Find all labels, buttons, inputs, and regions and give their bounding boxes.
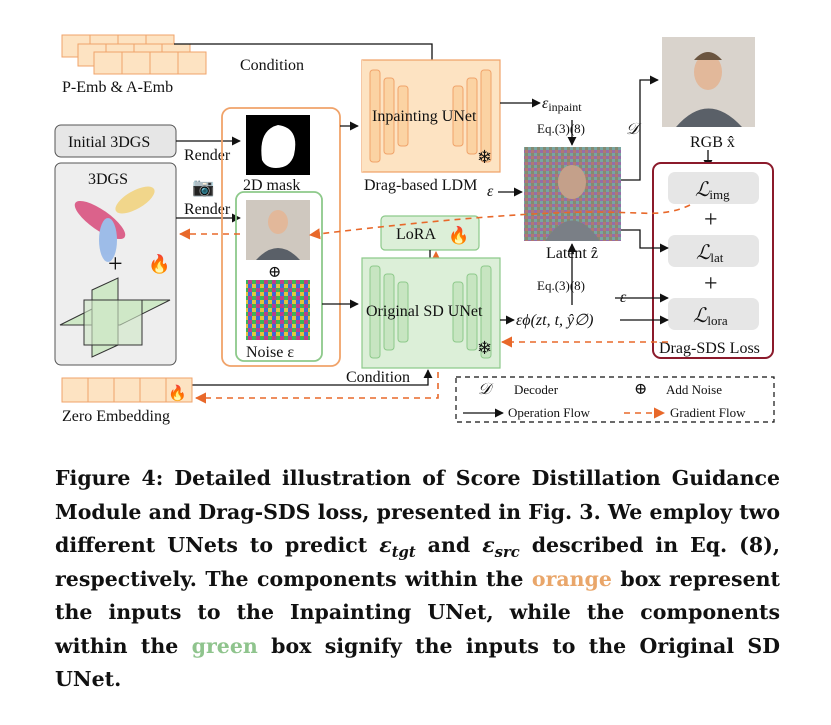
rendered-person-image [246, 200, 310, 260]
legend-add-noise-symbol: ⊕ [634, 381, 647, 398]
rgb-label: RGB x̂ [690, 134, 735, 151]
p-emb-a-emb-label: P-Emb & A-Emb [62, 79, 173, 96]
p-emb-a-emb-cells [61, 34, 207, 75]
original-sd-unet-label: Original SD UNet [366, 303, 483, 320]
figure-caption: Figure 4: Detailed illustration of Score… [55, 462, 780, 697]
pipeline-diagram: P-Emb & A-Emb Condition Inpainting UNet … [54, 34, 775, 425]
gs-plus-sign: + [108, 249, 123, 278]
snowflake-icon: ❄ [477, 147, 492, 167]
caption-part-3: box represent the inputs to the Inpainti… [55, 566, 780, 658]
loss-img-label: ℒimg [695, 179, 730, 202]
legend-operation-flow: Operation Flow [508, 405, 591, 420]
caption-green-word: green [191, 633, 258, 658]
noise-image [246, 280, 310, 340]
loss-lat-box [668, 235, 759, 267]
initial-3dgs-label: Initial 3DGS [68, 134, 150, 151]
eps-phi-label: εϕ(zt, t, ŷ∅) [516, 312, 593, 329]
drag-sds-loss-label: Drag-SDS Loss [659, 340, 760, 357]
legend-decoder-symbol: 𝒟 [478, 381, 494, 398]
caption-part-1: Figure 4: Detailed illustration of Score… [55, 466, 780, 557]
add-noise-icon: ⊕ [268, 264, 281, 281]
decoder-arrow [621, 75, 659, 181]
mask-label: 2D mask [243, 177, 300, 194]
loss-plus-1: + [704, 207, 718, 233]
lora-label: LoRA [396, 226, 436, 243]
condition-bottom-label: Condition [346, 369, 410, 386]
noise-label: Noise ε [246, 344, 294, 361]
eps-in-1: ε [487, 183, 494, 200]
inpainting-unet-label: Inpainting UNet [372, 108, 477, 125]
orange-input-box [221, 107, 341, 367]
caption-part-4: box signify the inputs to the Original S… [55, 633, 780, 692]
gradient-to-zero-emb-arrow [194, 372, 439, 404]
loss-lora-label: ℒlora [693, 305, 728, 328]
zero-embedding-cells [61, 377, 193, 403]
render-label-1: Render [184, 147, 231, 164]
decoder-symbol: 𝒟 [626, 121, 642, 138]
original-sd-unet-block: Original SD UNet ❄ [361, 257, 501, 369]
gs-label: 3DGS [88, 171, 128, 188]
triplane-icon [59, 277, 171, 358]
caption-part-2: described in Eq. (8), respectively. The … [55, 533, 780, 591]
latent-to-loss-lat-arrow [621, 229, 669, 253]
fire-icon-zero-emb: 🔥 [168, 384, 187, 402]
loss-lat-label: ℒlat [696, 242, 724, 265]
drag-based-ldm-label: Drag-based LDM [364, 177, 477, 194]
snowflake-icon-2: ❄ [477, 338, 492, 358]
fire-icon-lora: 🔥 [448, 225, 469, 245]
caption-orange-word: orange [531, 566, 612, 591]
loss-lora-box [668, 298, 759, 330]
legend-add-noise: Add Noise [666, 382, 722, 397]
eq-ref-top: Eq.(3)(8) [537, 121, 585, 136]
fire-icon-gs: 🔥 [148, 253, 170, 274]
legend-box [455, 376, 775, 423]
camera-icon: 📷 [192, 177, 214, 197]
eps-in-2: ε [620, 289, 627, 306]
caption-eps-src: εsrc [482, 533, 520, 562]
legend-gradient-flow: Gradient Flow [670, 405, 746, 420]
condition-top-label: Condition [240, 57, 304, 74]
eps-inpaint-label: εinpaint [542, 95, 582, 114]
legend-decoder: Decoder [514, 382, 559, 397]
gaussian-splats-icon [74, 186, 155, 262]
rgb-image [662, 37, 755, 127]
spacer-path [621, 196, 648, 250]
inpainting-unet-block: Inpainting UNet ❄ [361, 59, 501, 173]
loss-plus-2: + [704, 271, 718, 297]
gradient-to-render-arrow [308, 204, 691, 240]
zero-embedding-label: Zero Embedding [62, 408, 170, 425]
latent-image [524, 147, 621, 241]
mask-image [246, 115, 310, 175]
loss-img-box [668, 172, 759, 204]
condition-bottom-arrow [186, 369, 433, 386]
caption-and: and [415, 533, 483, 557]
eq-ref-bottom: Eq.(3)(8) [537, 278, 585, 293]
caption-eps-tgt: εtgt [379, 533, 416, 562]
green-input-box [235, 191, 323, 362]
render-label-2: Render [184, 201, 231, 218]
